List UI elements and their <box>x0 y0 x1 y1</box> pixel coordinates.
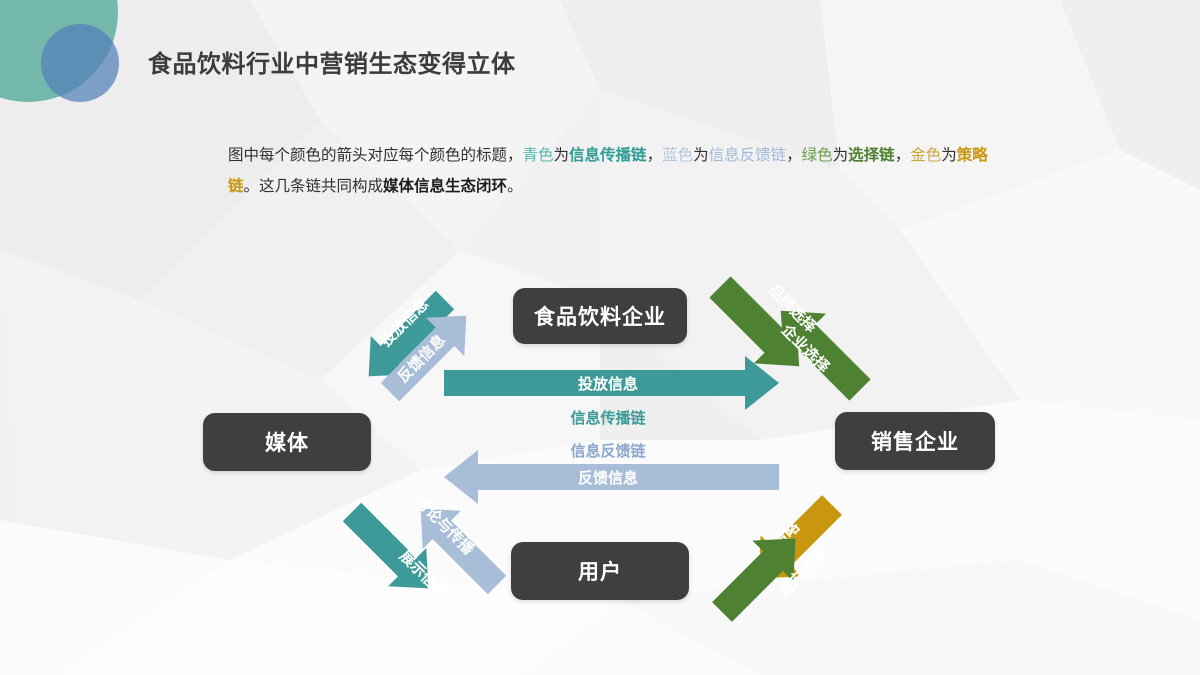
desc-chain-feedback: 信息反馈链 <box>708 147 787 164</box>
arrow-label-company-to-sales: 投放信息 <box>578 375 638 393</box>
node-label-sales: 销售企业 <box>871 431 959 454</box>
node-media[interactable]: 媒体 <box>203 413 371 471</box>
desc-period-2: 。 <box>507 178 523 195</box>
desc-chain-choice: 选择链 <box>848 147 895 164</box>
page-title: 食品饮料行业中营销生态变得立体 <box>148 51 516 78</box>
decorative-circle-blue <box>41 24 119 102</box>
arrow-company-to-sales: 投放信息 <box>444 356 779 410</box>
desc-wei-3: 为 <box>832 147 849 164</box>
desc-comma-3: ， <box>894 147 911 164</box>
desc-wei-4: 为 <box>941 147 957 164</box>
chain-label-feedback: 信息反馈链 <box>570 442 646 460</box>
desc-wei-1: 为 <box>553 147 570 164</box>
node-food-beverage-company[interactable]: 食品饮料企业 <box>513 288 687 344</box>
desc-intro: 图中每个颜色的箭头对应每个颜色的标题， <box>228 147 523 164</box>
desc-chain-strategy: 策略链 <box>228 147 988 195</box>
chain-label-spread: 信息传播链 <box>570 409 646 427</box>
node-label-media: 媒体 <box>265 432 309 455</box>
node-sales-company[interactable]: 销售企业 <box>835 412 995 470</box>
desc-closing: 媒体信息生态闭环 <box>383 178 508 195</box>
desc-seg2: 这几条链共同构成 <box>259 178 384 195</box>
arrow-label-sales-to-company: 反馈信息 <box>578 469 638 487</box>
description-paragraph: 图中每个颜色的箭头对应每个颜色的标题，青色为信息传播链，蓝色为信息反馈链，绿色为… <box>228 140 988 202</box>
desc-comma-2: ， <box>786 147 802 164</box>
desc-green-word: 绿色 <box>801 147 833 164</box>
desc-chain-spread: 信息传播链 <box>569 147 647 164</box>
node-label-company: 食品饮料企业 <box>534 306 666 329</box>
desc-cyan-word: 青色 <box>522 147 554 164</box>
node-label-user: 用户 <box>578 561 622 584</box>
desc-wei-2: 为 <box>693 147 709 164</box>
desc-gold-word: 金色 <box>910 147 942 164</box>
desc-blue-word: 蓝色 <box>662 147 694 164</box>
arrow-sales-to-company: 反馈信息 <box>444 450 779 504</box>
node-user[interactable]: 用户 <box>511 542 689 600</box>
desc-comma-1: ， <box>646 147 663 164</box>
desc-period-1: 。 <box>243 178 260 195</box>
